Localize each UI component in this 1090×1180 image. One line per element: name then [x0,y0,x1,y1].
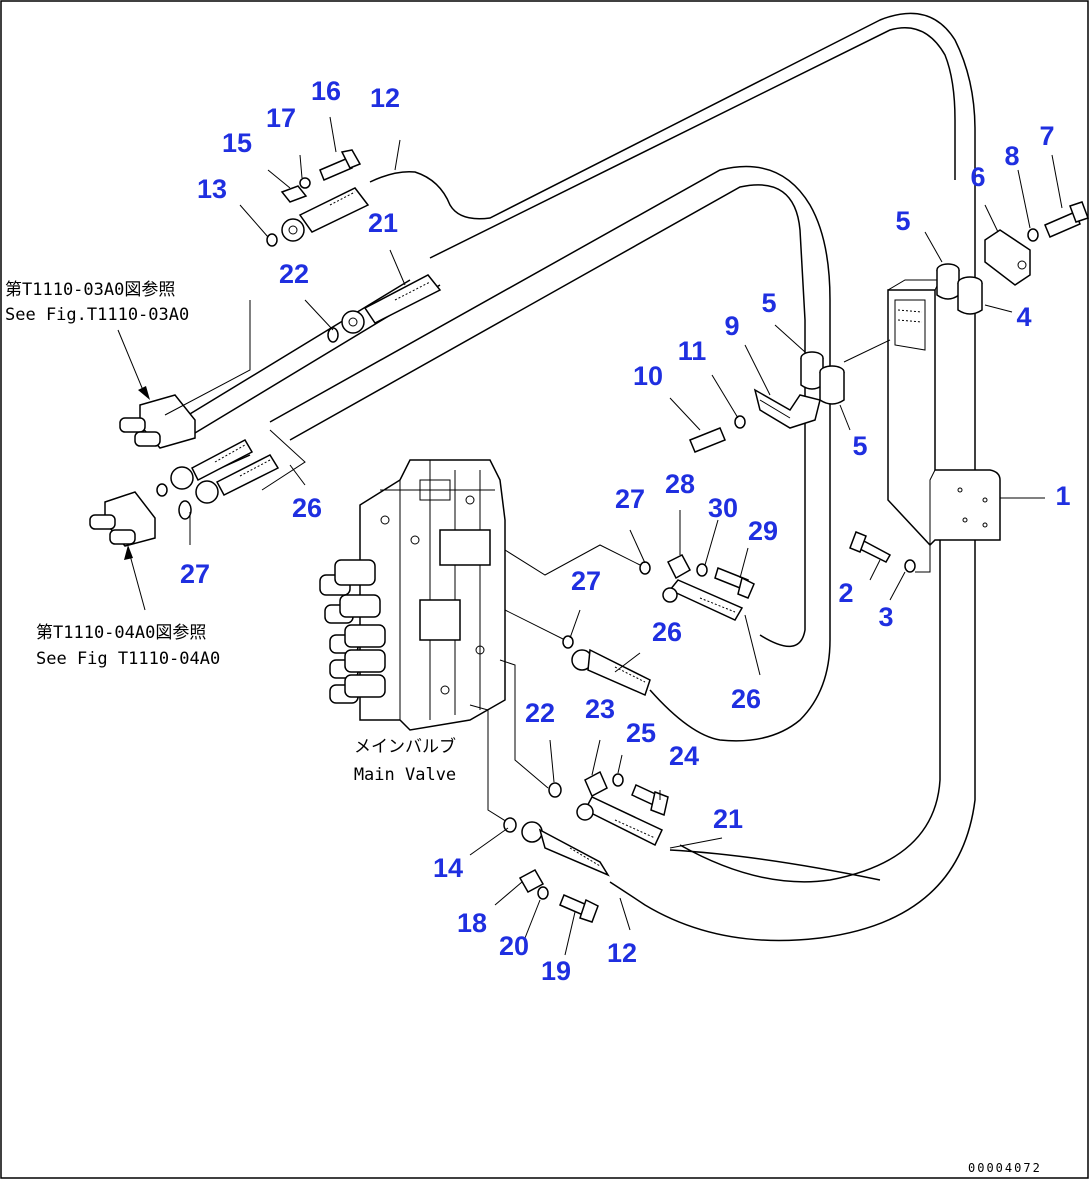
callout-4: 4 [1016,302,1031,332]
callout-6: 6 [970,162,985,192]
callout-26-left: 26 [292,493,322,523]
callout-22-top: 22 [279,259,309,289]
callout-26-mid: 26 [652,617,682,647]
callout-5-low: 5 [852,431,867,461]
callout-28: 28 [665,469,695,499]
spacers-part-4-5 [936,263,983,315]
hose-end-26-middle [562,635,651,697]
main-valve-assembly [319,459,641,826]
callout-26-right: 26 [731,684,761,714]
callout-21-bottom: 21 [713,804,743,834]
reference-fitting-04A0 [89,491,156,547]
callout-25: 25 [626,718,656,748]
callout-24: 24 [669,741,699,771]
hose-end-upper-left [266,149,370,247]
drawing-code: 00004072 [968,1161,1042,1175]
callout-8: 8 [1004,141,1019,171]
hose-lines [179,12,976,942]
callout-27-mid: 27 [571,566,601,596]
leader-lines [117,116,1063,956]
callout-1: 1 [1055,481,1070,511]
callout-12-bottom: 12 [607,938,637,968]
callout-5-mid: 5 [761,288,776,318]
reference-fitting-03A0 [119,394,196,449]
callout-18: 18 [457,908,487,938]
callout-9: 9 [724,311,739,341]
reference-label-jp-1: 第T1110-03A0図参照 [5,280,175,300]
fittings-28-30 [639,554,755,621]
arrow-head-upper [138,386,150,400]
callout-29: 29 [748,516,778,546]
main-valve-label-en: Main Valve [354,765,456,785]
valve-spools [319,559,386,704]
bracket-part-6 [984,229,1031,286]
callout-10: 10 [633,361,663,391]
callout-14: 14 [433,853,463,883]
reference-label-en-2: See Fig T1110-04A0 [36,649,220,669]
bolt-part-10 [689,415,746,453]
callout-27-top: 27 [615,484,645,514]
bolt-part-7 [1027,201,1089,242]
hose-end-21-upper [327,274,442,343]
callout-17: 17 [266,103,296,133]
hose-ends-26-left [156,429,306,520]
clamp-part-9 [753,339,891,429]
fittings-14-20 [503,817,610,923]
callout-15: 15 [222,128,252,158]
main-valve-label-jp: メインバルブ [354,736,456,757]
callout-16: 16 [311,76,341,106]
callout-22-bottom: 22 [525,698,555,728]
callout-20: 20 [499,931,529,961]
callout-7: 7 [1039,121,1054,151]
callout-13: 13 [197,174,227,204]
callout-30: 30 [708,493,738,523]
reference-label-en-1: See Fig.T1110-03A0 [5,305,189,325]
callout-2: 2 [838,578,853,608]
callout-numbers: 1 2 3 4 5 5 5 6 7 8 9 10 11 12 12 13 14 … [180,76,1071,986]
callout-27-left: 27 [180,559,210,589]
fittings-22-25 [548,770,669,847]
arrow-head-lower [124,545,133,560]
bolt-part-2 [849,531,931,573]
callout-21-top: 21 [368,208,398,238]
callout-5-top: 5 [895,206,910,236]
callout-11: 11 [678,336,707,366]
bracket-part-1 [887,279,1001,547]
reference-label-jp-2: 第T1110-04A0図参照 [36,623,206,643]
callout-23: 23 [585,694,615,724]
callout-12-top: 12 [370,83,400,113]
callout-3: 3 [878,602,893,632]
callout-19: 19 [541,956,571,986]
